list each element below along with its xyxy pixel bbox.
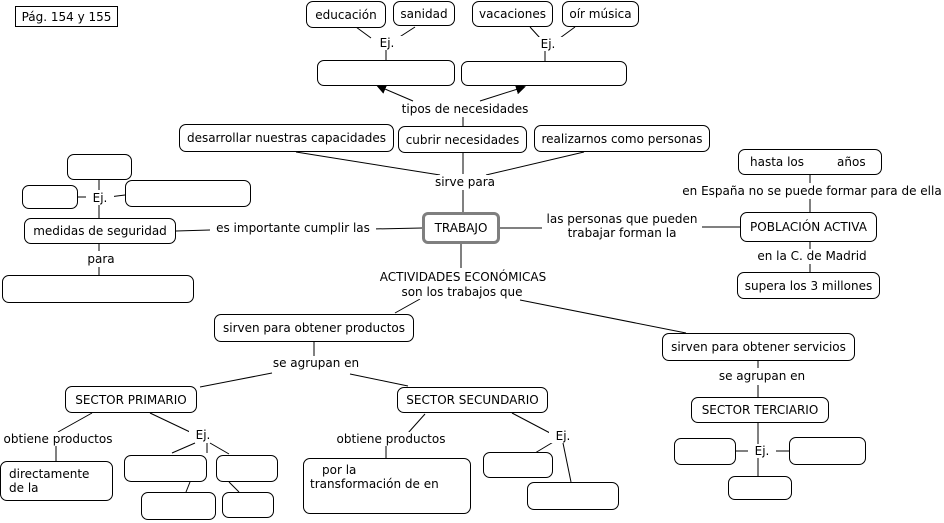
over-three-million-node: supera los 3 millones [737,272,880,299]
primary-example-blank-1 [124,455,207,482]
safety-example-blank-left [22,185,78,209]
example-health-node: sanidad [393,1,455,26]
transformation-text: por la transformación de en [310,463,439,491]
safety-purpose-blank [2,275,194,303]
need-types-label: tipos de necesidades [396,102,534,116]
tertiary-example-blank-right [789,437,866,465]
secondary-example-blank-2 [527,482,619,510]
safety-example-blank-top [67,154,132,180]
active-population-link-label: las personas que pueden trabajar forman … [542,212,702,240]
transformation-node: por la transformación de en [303,458,471,514]
tertiary-example-blank-left [674,438,736,465]
grouped-in-label-services: se agrupan en [714,369,810,383]
safety-measures-node: medidas de seguridad [24,218,176,244]
obtain-products-node: sirven para obtener productos [214,314,414,342]
safety-example-blank-right [125,180,251,207]
example-label-needs-right: Ej. [533,37,563,51]
obtains-products-label-primary: obtiene productos [0,432,116,446]
age-limit-text-start: hasta los [750,155,805,169]
self-realization-node: realizarnos como personas [534,125,710,152]
tertiary-example-blank-bottom [728,476,792,500]
tertiary-sector-node: SECTOR TERCIARIO [691,397,829,423]
serves-for-label: sirve para [428,175,502,189]
madrid-label: en la C. de Madrid [748,249,876,263]
example-label-tertiary: Ej. [748,444,776,458]
grouped-in-label-products: se agrupan en [268,356,364,370]
obtain-services-node: sirven para obtener servicios [662,333,855,361]
example-label-needs-left: Ej. [372,36,402,50]
for-label: para [83,252,119,266]
cover-needs-node: cubrir necesidades [398,126,527,153]
need-type-blank-left [317,60,455,86]
secondary-sector-node: SECTOR SECUNDARIO [397,387,548,413]
example-music-node: oír música [562,1,639,27]
directly-from-node: directamente de la [0,461,113,501]
secondary-example-blank-1 [483,452,553,478]
example-label-primary: Ej. [189,428,217,442]
must-comply-label: es importante cumplir las [210,221,376,235]
economic-activities-subtitle: son los trabajos que [395,285,529,299]
example-holidays-node: vacaciones [472,1,553,27]
primary-example-blank-2 [216,455,278,482]
example-label-secondary: Ej. [549,429,577,443]
active-population-node: POBLACIÓN ACTIVA [740,212,877,242]
primary-sector-node: SECTOR PRIMARIO [65,386,197,413]
develop-skills-node: desarrollar nuestras capacidades [179,124,394,152]
work-central-node: TRABAJO [422,212,500,244]
economic-activities-title: ACTIVIDADES ECONÓMICAS [370,270,556,284]
need-type-blank-right [461,61,627,86]
primary-example-blank-3 [141,492,216,520]
example-education-node: educación [306,1,386,28]
page-reference: Pág. 154 y 155 [15,6,118,27]
age-limit-text-end: años [837,155,866,169]
spain-rule-label: en España no se puede formar para de ell… [677,184,944,198]
age-limit-node: hasta los años [738,149,882,175]
obtains-products-label-secondary: obtiene productos [333,432,449,446]
primary-example-blank-4 [222,492,274,518]
example-label-safety: Ej. [86,191,114,205]
